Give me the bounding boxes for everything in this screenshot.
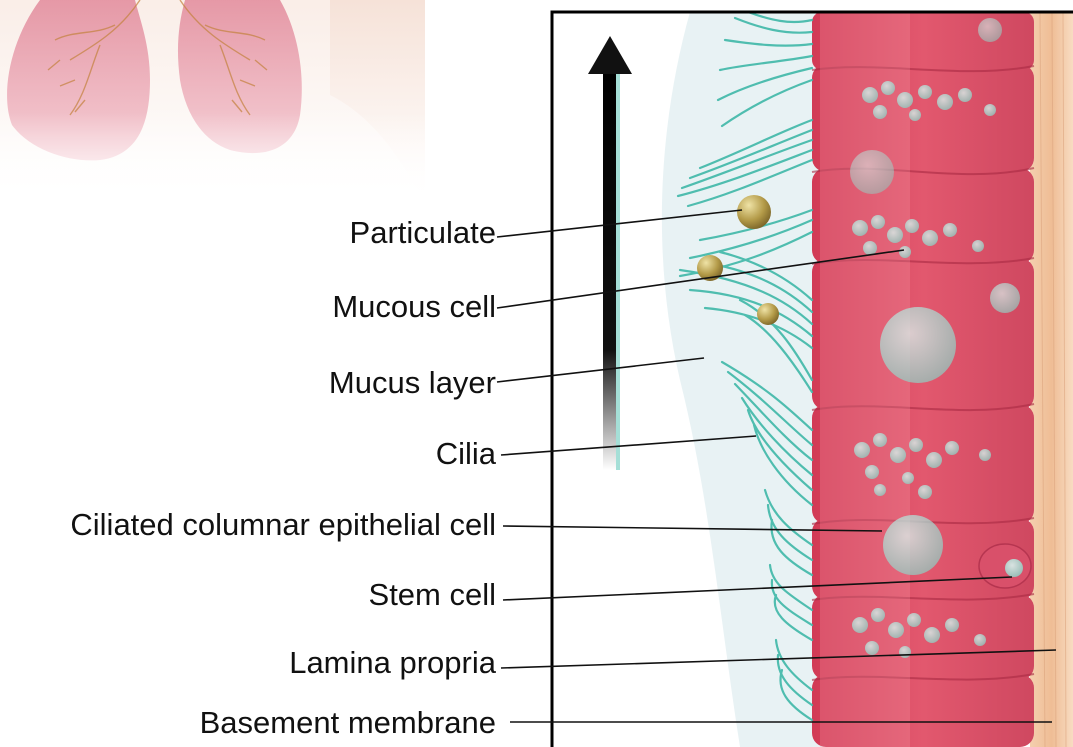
label-lamina-propria: Lamina propria [289,645,496,681]
lung-thumbnail [0,0,430,205]
label-mucus-layer: Mucus layer [329,365,496,401]
label-mucous-cell: Mucous cell [332,289,496,325]
label-cilia: Cilia [436,436,496,472]
label-particulate: Particulate [350,215,496,251]
label-ciliated-columnar-epithelial-cell: Ciliated columnar epithelial cell [70,507,496,543]
label-basement-membrane: Basement membrane [200,705,496,741]
tissue-panel [552,12,1073,747]
epithelial-layer [812,12,1034,747]
label-stem-cell: Stem cell [369,577,496,613]
